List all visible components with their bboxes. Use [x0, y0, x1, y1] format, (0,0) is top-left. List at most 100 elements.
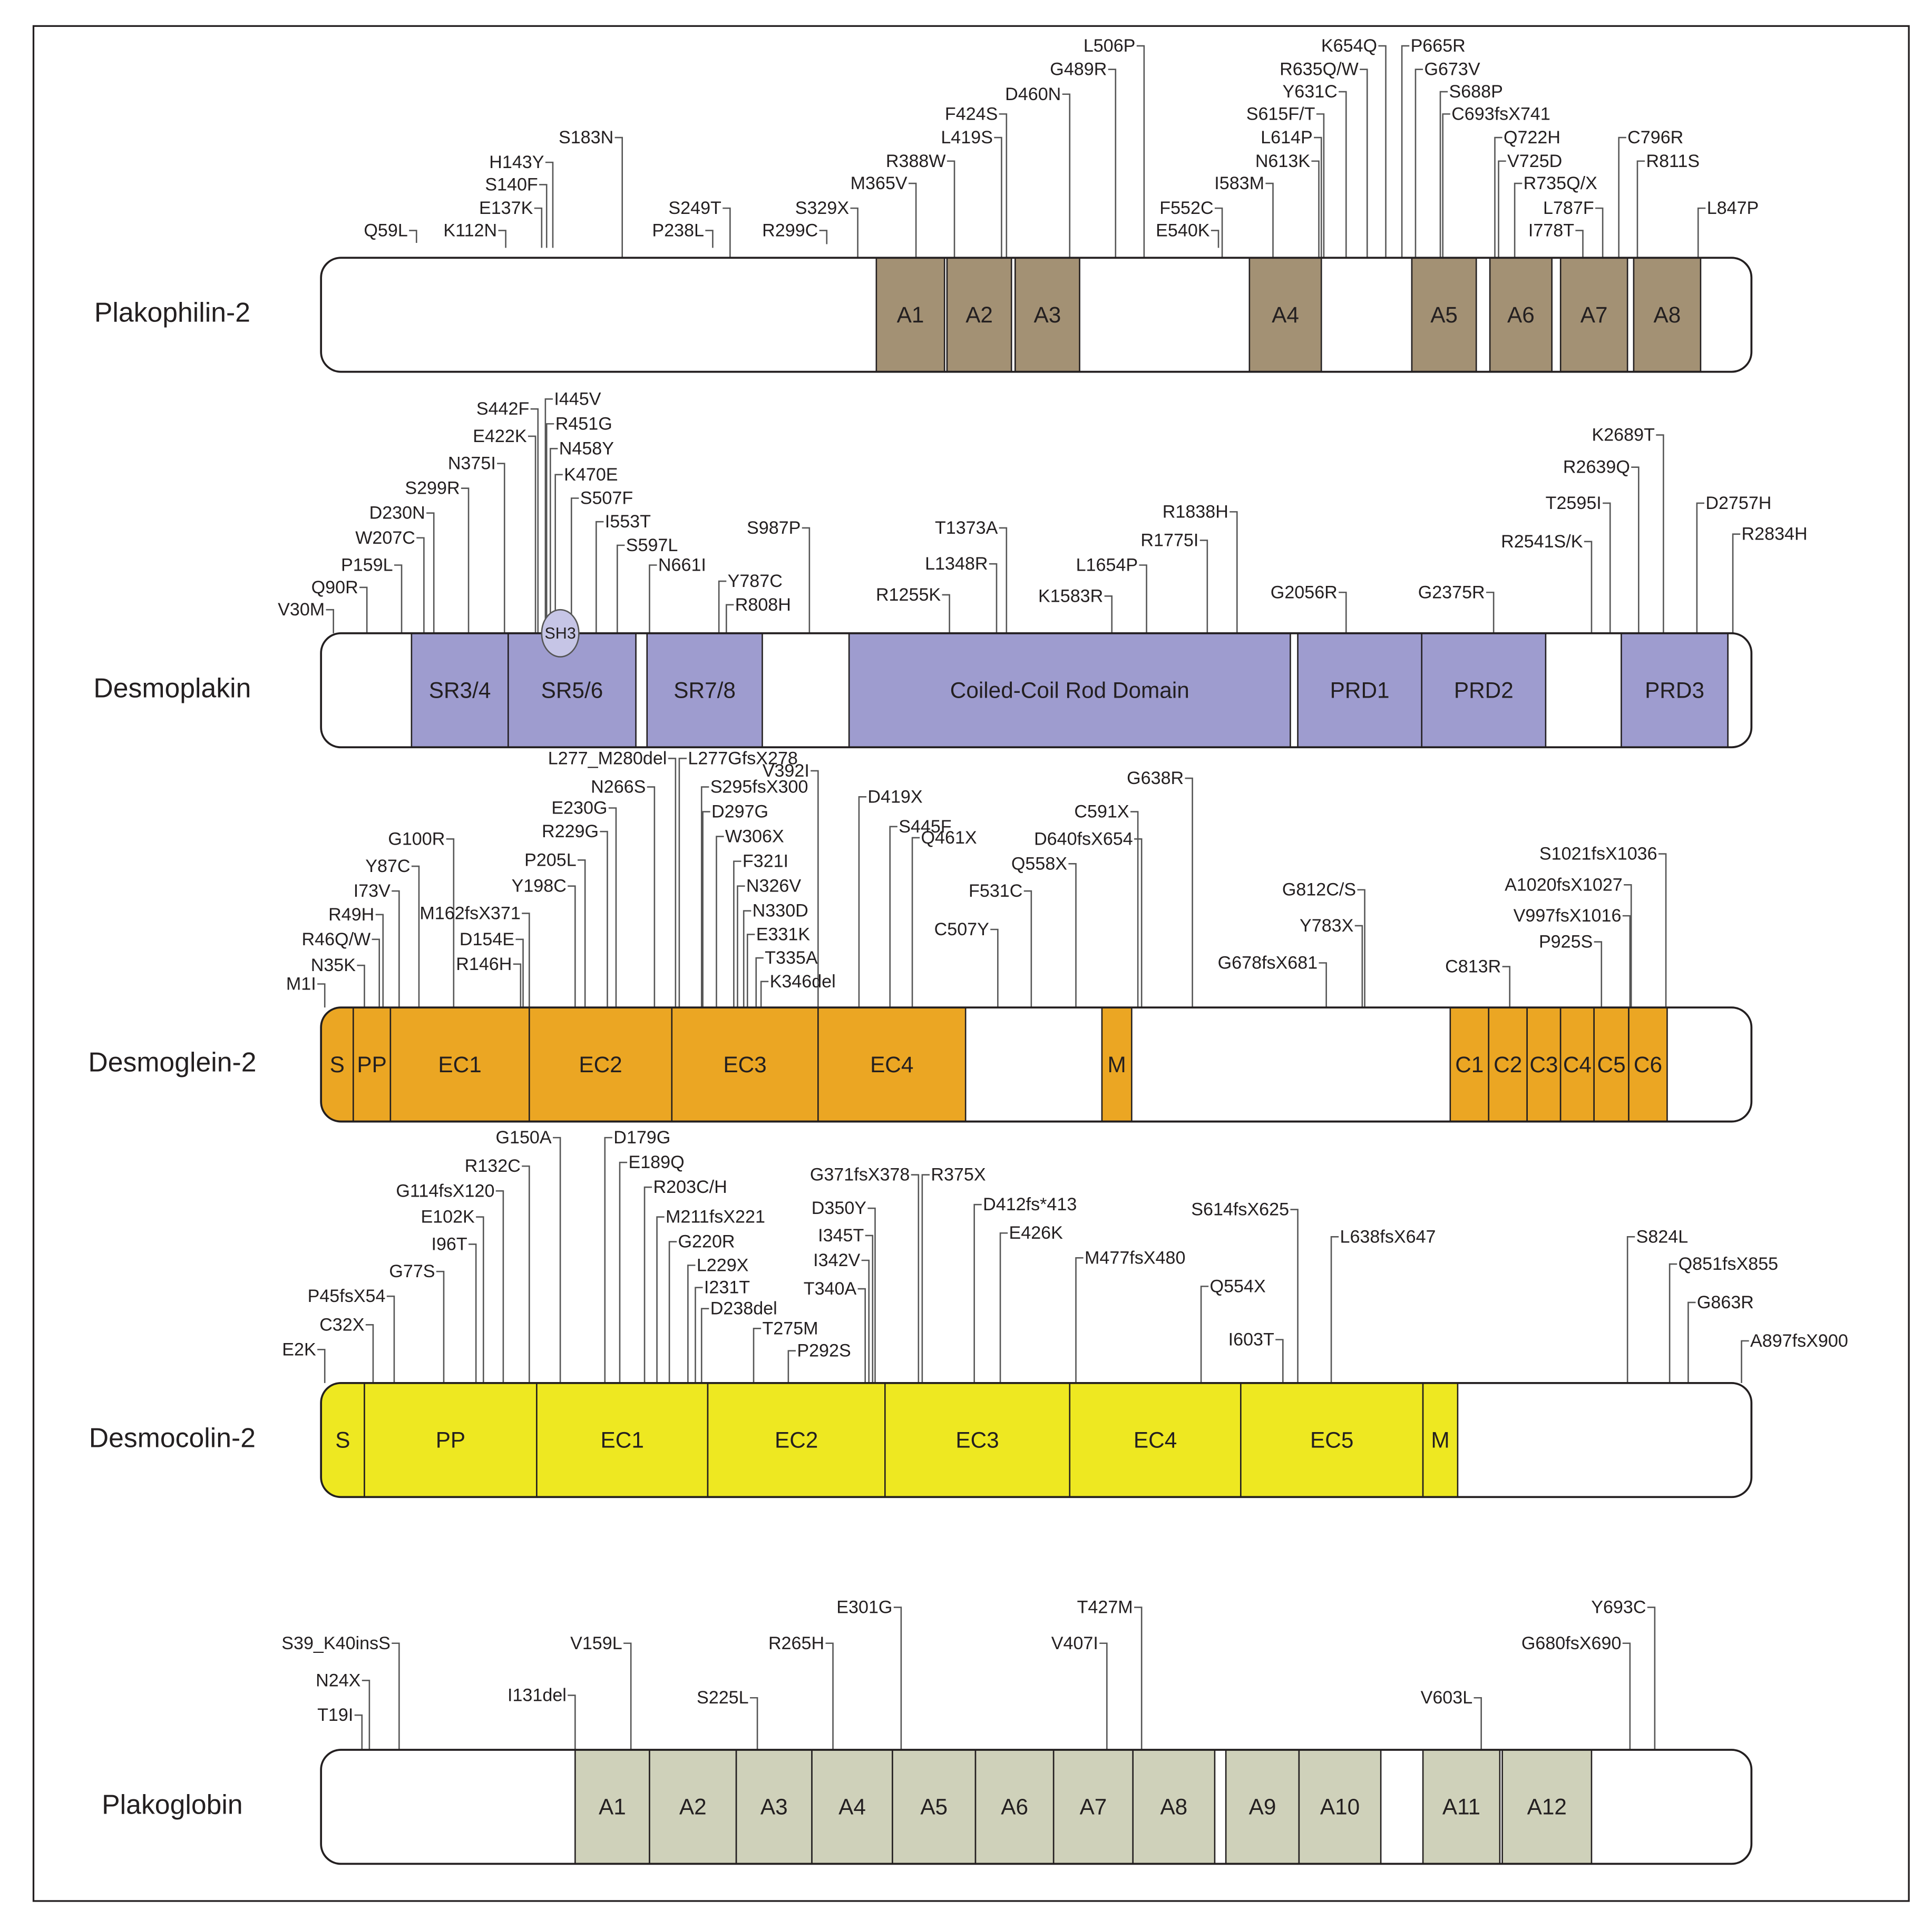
- domain-label: EC1: [601, 1428, 644, 1453]
- mutation-label: D640fsX654: [1034, 829, 1133, 849]
- mutation-label: R811S: [1646, 151, 1700, 171]
- mutation-label: C591X: [1074, 802, 1129, 822]
- mutation-stem: [552, 1137, 561, 1383]
- mutation-label: P205L: [524, 850, 577, 870]
- mutation-stem: [411, 865, 420, 1008]
- domain-label: A8: [1160, 1795, 1187, 1819]
- mutation-label: E102K: [421, 1207, 475, 1227]
- mutation-label: C32X: [319, 1315, 365, 1335]
- sh3-label: SH3: [544, 624, 575, 642]
- domain-block: [1559, 258, 1628, 372]
- desmoplakin-domains: [411, 633, 1729, 748]
- mutation-label: R265H: [768, 1633, 824, 1653]
- mutation-label: C813R: [1445, 957, 1501, 977]
- mutation-stem: [695, 1287, 703, 1383]
- mutation-stem: [436, 1270, 445, 1383]
- mutation-stem: [700, 786, 709, 1008]
- mutation-stem: [1330, 1236, 1339, 1383]
- mutation-stem: [326, 609, 334, 633]
- plakophilin-2-name: Plakophilin-2: [94, 297, 250, 328]
- mutation-stem: [999, 527, 1008, 633]
- mutation-label: T19I: [317, 1705, 353, 1725]
- mutation-stem: [416, 537, 425, 633]
- mutation-stem: [1354, 925, 1363, 1008]
- mutation-stem: [522, 913, 530, 1008]
- mutation-label: G638R: [1127, 768, 1184, 788]
- mutation-label: R299C: [762, 220, 818, 240]
- domain-label: M: [1431, 1428, 1449, 1453]
- mutation-stem: [825, 1642, 834, 1750]
- mutation-label: S507F: [580, 488, 633, 508]
- desmoplakin-mutation-stems: [326, 398, 1741, 633]
- mutation-stem: [1687, 1301, 1696, 1383]
- mutation-label: D460N: [1005, 84, 1061, 104]
- plakoglobin-domains: [574, 1750, 1593, 1864]
- mutation-label: L277GfsX278: [688, 748, 798, 768]
- domain-label: C2: [1494, 1052, 1522, 1077]
- mutation-label: W207C: [355, 528, 415, 548]
- mutation-stem: [723, 207, 731, 258]
- mutation-label: I583M: [1214, 173, 1264, 193]
- mutation-stem: [1339, 591, 1347, 633]
- domain-block: [1298, 1750, 1382, 1864]
- mutation-label: G77S: [389, 1261, 435, 1281]
- mutation-label: I553T: [605, 512, 651, 532]
- mutation-stem: [608, 807, 617, 1008]
- mutation-label: L787F: [1543, 198, 1594, 218]
- mutation-stem: [545, 423, 554, 633]
- mutation-stem: [889, 826, 897, 1008]
- domain-label: S: [330, 1052, 345, 1077]
- mutation-label: R2834H: [1742, 524, 1808, 544]
- mutation-label: D412fs*413: [983, 1194, 1077, 1214]
- mutation-label: G673V: [1424, 60, 1480, 80]
- mutation-stem: [1075, 1257, 1084, 1383]
- domain-block: [884, 1383, 1071, 1497]
- sh3-domain-marker: [541, 609, 580, 658]
- mutation-stem: [528, 435, 536, 633]
- domain-label: SR7/8: [674, 678, 736, 703]
- mutation-stem: [596, 521, 604, 633]
- mutation-label: I96T: [431, 1234, 467, 1254]
- mutation-label: G680fsX690: [1521, 1633, 1622, 1653]
- mutation-label: S824L: [1636, 1227, 1689, 1247]
- mutation-label: I603T: [1228, 1330, 1274, 1350]
- mutation-label: T2595I: [1546, 493, 1602, 513]
- desmocolin-2-name: Desmocolin-2: [89, 1422, 256, 1453]
- domain-block: [1069, 1383, 1242, 1497]
- mutation-label: L614P: [1261, 128, 1313, 148]
- domain-label: A5: [1430, 302, 1458, 327]
- domain-block: [646, 633, 763, 748]
- domain-block: [735, 1750, 813, 1864]
- domain-label: A4: [1272, 302, 1299, 327]
- mutation-stem: [372, 938, 380, 1008]
- mutation-stem: [1360, 68, 1368, 258]
- mutation-stem: [1498, 160, 1506, 258]
- mutation-label: S39_K40insS: [281, 1633, 391, 1653]
- mutation-stem: [386, 1295, 395, 1383]
- mutation-label: R132C: [465, 1156, 521, 1176]
- mutation-stem: [1134, 1606, 1143, 1750]
- mutation-label: R635Q/W: [1280, 60, 1359, 80]
- mutation-label: D297G: [711, 802, 768, 822]
- mutation-label: I231T: [704, 1278, 750, 1298]
- domain-label: C6: [1634, 1052, 1662, 1077]
- domain-block: [1621, 633, 1729, 748]
- domain-label: A7: [1080, 1795, 1107, 1819]
- domain-block: [389, 1007, 530, 1122]
- mutation-label: F531C: [969, 881, 1022, 901]
- domain-label: EC3: [955, 1428, 999, 1453]
- mutation-label: Q851fsX855: [1679, 1254, 1779, 1274]
- mutation-stem: [1595, 207, 1604, 258]
- mutation-stem: [1502, 966, 1511, 1008]
- mutation-label: C796R: [1627, 128, 1683, 148]
- mutation-stem: [522, 1165, 530, 1383]
- mutation-stem: [1658, 853, 1667, 1008]
- domain-block: [1421, 633, 1547, 748]
- mutation-stem: [1696, 502, 1704, 633]
- desmoglein-2-name: Desmoglein-2: [88, 1047, 256, 1077]
- domain-label: A2: [965, 302, 993, 327]
- mutation-stem: [498, 230, 506, 248]
- domain-label: C3: [1529, 1052, 1558, 1077]
